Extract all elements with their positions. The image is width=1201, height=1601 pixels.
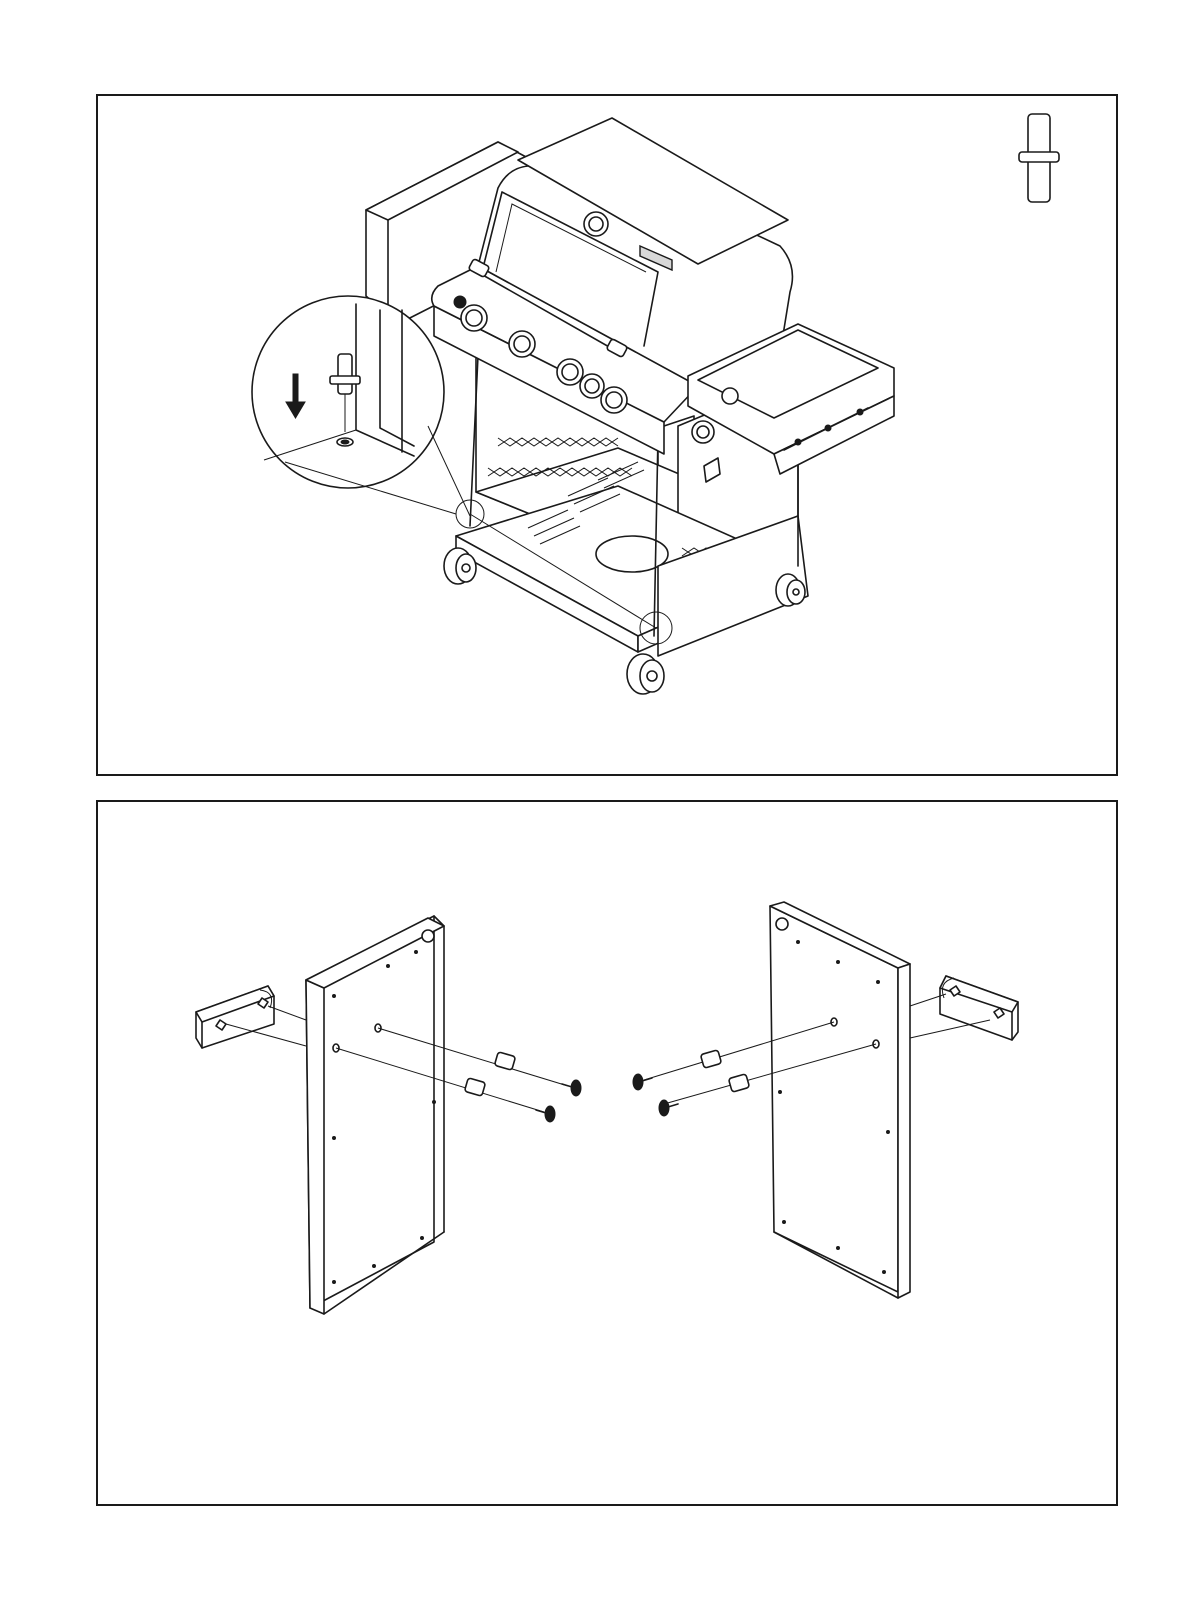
grill-illustration — [98, 96, 1120, 778]
left-bracket — [196, 986, 306, 1048]
right-bracket — [910, 976, 1018, 1040]
caster-pin-icon — [1019, 114, 1059, 202]
control-knob — [601, 387, 627, 413]
bolt — [562, 1080, 581, 1096]
bolt — [633, 1074, 652, 1090]
control-knob — [461, 305, 487, 331]
wheel-center-front — [627, 654, 664, 694]
step-panel-side-panels — [96, 800, 1118, 1506]
control-knob — [580, 374, 604, 398]
bolt — [536, 1106, 555, 1122]
spacer — [494, 1052, 515, 1070]
spacer — [728, 1074, 749, 1092]
spacer — [700, 1050, 721, 1068]
igniter-button — [454, 296, 466, 308]
step-panel-grill — [96, 94, 1118, 776]
control-knob — [509, 331, 535, 357]
right-side-panel — [770, 902, 910, 1298]
control-knob — [557, 359, 583, 385]
left-side-panel — [306, 916, 444, 1314]
spacer — [464, 1078, 485, 1096]
side-panel-illustration — [98, 802, 1120, 1508]
